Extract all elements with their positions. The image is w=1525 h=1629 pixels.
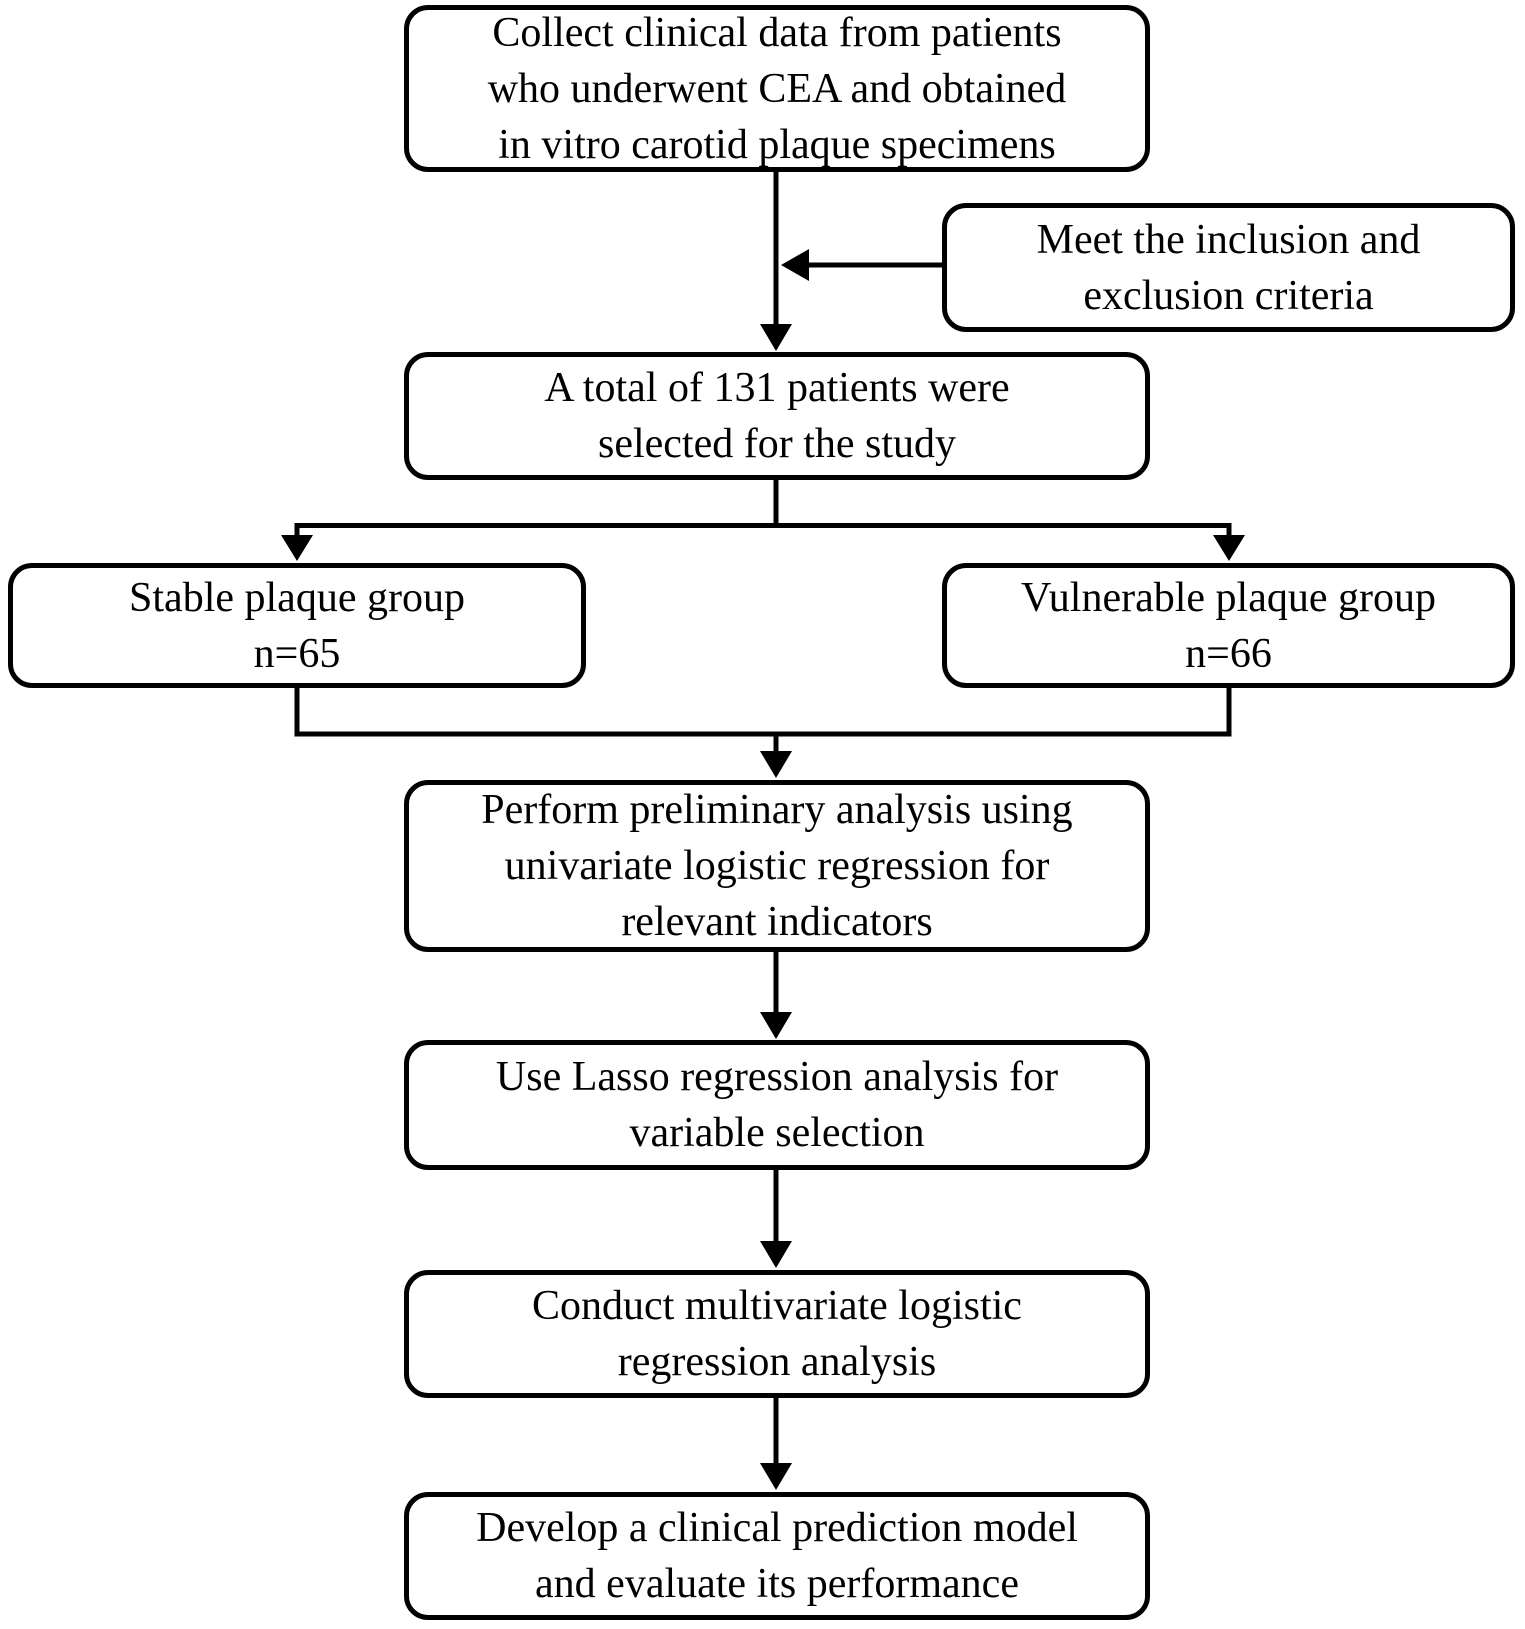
- box-text-line: variable selection: [629, 1110, 925, 1156]
- box-text-line: exclusion criteria: [1083, 272, 1374, 319]
- flowchart-box-inclusion-exclusion-criteria: Meet the inclusion and exclusion criteri…: [942, 203, 1515, 332]
- box-text-line: regression analysis: [617, 1339, 937, 1385]
- arrow-criteria-to-flow: [781, 249, 942, 281]
- flowchart-box-univariate-analysis: Perform preliminary analysis using univa…: [404, 780, 1150, 952]
- box-text-line: in vitro carotid plaque specimens: [498, 121, 1056, 168]
- flowchart-box-vulnerable-plaque-group: Vulnerable plaque group n=66: [942, 563, 1515, 688]
- flowchart-box-patients-selected: A total of 131 patients were selected fo…: [404, 352, 1150, 480]
- box-text-line: A total of 131 patients were: [544, 365, 1010, 411]
- arrow-univariate-to-lasso: [760, 952, 792, 1039]
- arrow-lasso-to-multivariate: [760, 1170, 792, 1268]
- box-text-line: univariate logistic regression for: [504, 843, 1050, 889]
- box-text-line: Use Lasso regression analysis for: [495, 1054, 1059, 1100]
- flowchart-box-collect-data: Collect clinical data from patients who …: [404, 5, 1150, 172]
- box-text-line: Stable plaque group: [129, 574, 465, 621]
- flowchart-box-prediction-model: Develop a clinical prediction model and …: [404, 1492, 1150, 1620]
- box-text-line: n=66: [1185, 630, 1272, 677]
- box-text-line: and evaluate its performance: [535, 1561, 1019, 1607]
- merge-groups-to-univariate: [294, 688, 1232, 778]
- arrow-collect-to-selected: [760, 172, 792, 351]
- box-text-line: Meet the inclusion and: [1036, 216, 1421, 263]
- box-text-line: Conduct multivariate logistic: [532, 1283, 1022, 1329]
- box-text-line: n=65: [253, 630, 341, 677]
- flowchart-box-multivariate-analysis: Conduct multivariate logistic regression…: [404, 1270, 1150, 1398]
- box-text-line: selected for the study: [597, 421, 957, 467]
- flowchart-box-lasso-selection: Use Lasso regression analysis for variab…: [404, 1040, 1150, 1170]
- branch-selected-to-groups: [281, 480, 1245, 561]
- box-text-line: Perform preliminary analysis using: [481, 787, 1073, 833]
- flowchart-box-stable-plaque-group: Stable plaque group n=65: [8, 563, 586, 688]
- box-text-line: Vulnerable plaque group: [1021, 574, 1436, 621]
- box-text-line: who underwent CEA and obtained: [487, 65, 1067, 112]
- box-text-line: Collect clinical data from patients: [492, 9, 1062, 56]
- arrow-multivariate-to-develop: [760, 1398, 792, 1490]
- box-text-line: Develop a clinical prediction model: [476, 1505, 1078, 1551]
- box-text-line: relevant indicators: [621, 899, 933, 945]
